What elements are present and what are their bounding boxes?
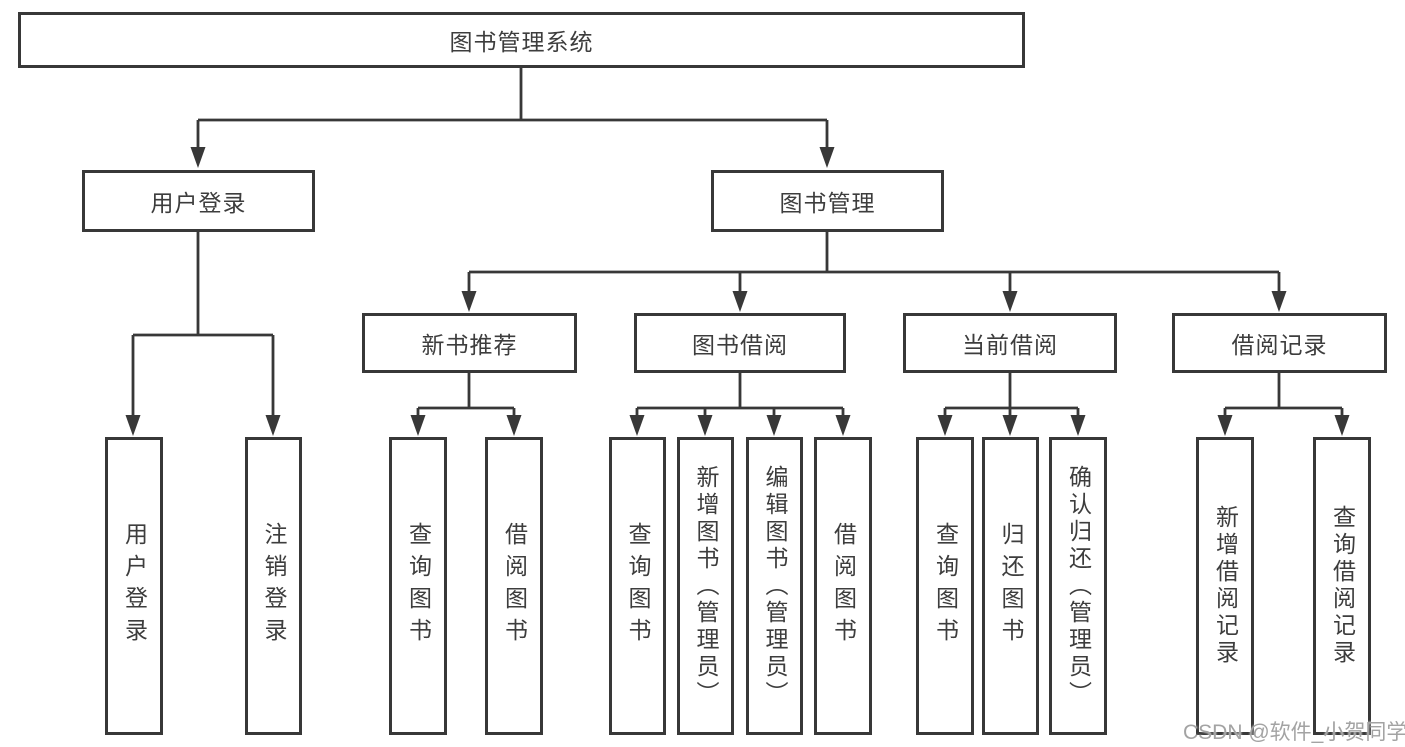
- leaf-user-login: 用户登录: [105, 437, 163, 735]
- leaf-confirm-return-admin: 确认归还（管理员）: [1049, 437, 1107, 735]
- leaf-borrow-books-1: 借阅图书: [485, 437, 543, 735]
- leaf-add-book-admin: 新增图书（管理员）: [677, 437, 734, 735]
- leaf-edit-book-admin: 编辑图书（管理员）: [746, 437, 803, 735]
- node-borrow-records: 借阅记录: [1172, 313, 1387, 373]
- node-new-book-recommend: 新书推荐: [362, 313, 577, 373]
- node-root: 图书管理系统: [18, 12, 1025, 68]
- node-current-borrowing: 当前借阅: [903, 313, 1117, 373]
- leaf-query-borrow-record: 查询借阅记录: [1313, 437, 1371, 735]
- csdn-watermark: CSDN @软件_小贺同学: [1183, 721, 1405, 744]
- node-book-management: 图书管理: [711, 170, 944, 232]
- leaf-borrow-books-2: 借阅图书: [814, 437, 872, 735]
- node-user-login: 用户登录: [82, 170, 315, 232]
- node-book-borrowing: 图书借阅: [634, 313, 846, 373]
- leaf-query-books-1: 查询图书: [389, 437, 447, 735]
- leaf-logout: 注销登录: [245, 437, 302, 735]
- leaf-return-book: 归还图书: [982, 437, 1039, 735]
- leaf-add-borrow-record: 新增借阅记录: [1196, 437, 1254, 735]
- leaf-query-books-2: 查询图书: [609, 437, 666, 735]
- leaf-query-books-3: 查询图书: [916, 437, 974, 735]
